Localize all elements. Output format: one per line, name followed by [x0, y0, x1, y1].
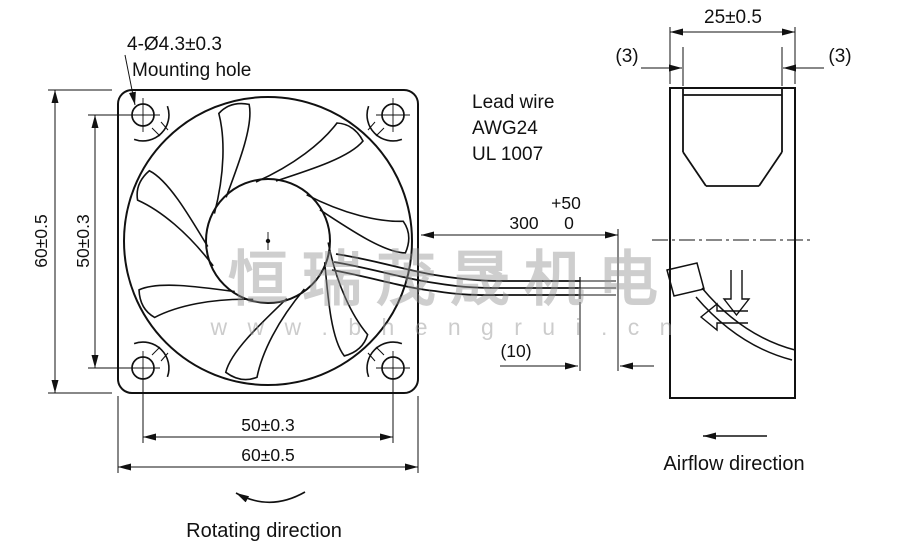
hub-center-dot: [265, 238, 271, 244]
hollow-down-arrow: [722, 270, 751, 317]
side-wire-exit: [666, 262, 796, 361]
mounting-hole-label: Mounting hole: [132, 60, 251, 81]
mounting-holes: [126, 98, 410, 385]
lead-wire: [331, 229, 654, 371]
lead-wire-texts: Lead wire AWG24 UL 1007 300 +50 0 (10): [472, 92, 581, 361]
mounting-hole-spec: 4-Ø4.3±0.3: [127, 34, 222, 55]
watermark-site: w w w . b h e n g r u i . c n: [210, 314, 680, 340]
fan-blades: [136, 102, 410, 381]
side-view: [641, 27, 824, 440]
front-view: [117, 89, 419, 394]
fan-frame: [117, 89, 419, 394]
dim-strip-label: (10): [500, 341, 531, 361]
rotating-direction-arrow: [235, 491, 306, 503]
side-view-texts: 25±0.5 (3) (3) Airflow direction: [615, 7, 851, 475]
watermark: 恒瑞茂晟机电 w w w . b h e n g r u i . c n: [210, 246, 680, 340]
side-direction-arrows: [699, 270, 751, 332]
dim-50-vertical-label: 50±0.3: [73, 214, 93, 267]
lead-wires: [331, 253, 581, 299]
dim-300-tolerance-lower: 0: [564, 213, 574, 233]
stripped-conductors: [580, 280, 616, 296]
dim-60-horizontal-label: 60±0.5: [241, 445, 294, 465]
front-view-dimensions: [48, 54, 419, 503]
front-view-texts: 60±0.5 50±0.3 50±0.3 60±0.5 4-Ø4.3±0.3 M…: [31, 34, 342, 542]
venturi-circle: [123, 96, 413, 386]
lead-wire-label-3: UL 1007: [472, 144, 543, 165]
dim-25-label: 25±0.5: [704, 7, 762, 28]
lead-wire-label-2: AWG24: [472, 118, 538, 139]
dim-50-horizontal-label: 50±0.3: [241, 415, 294, 435]
lead-wire-dimensions: [421, 229, 654, 371]
dim-300-tolerance-upper: +50: [551, 193, 581, 213]
mounting-hole-leader-line: [124, 54, 136, 106]
side-hub-profile: [682, 88, 783, 187]
dim-3-left-label: (3): [615, 46, 638, 67]
lead-wire-label-1: Lead wire: [472, 92, 554, 113]
rotating-direction-label: Rotating direction: [186, 520, 342, 542]
hub-circle: [205, 178, 331, 304]
side-view-dimensions: [641, 27, 824, 440]
dim-300-label: 300: [509, 213, 538, 233]
watermark-name: 恒瑞茂晟机电: [228, 246, 672, 313]
dim-60-vertical-label: 60±0.5: [31, 214, 51, 267]
hollow-left-arrow: [699, 302, 748, 332]
side-frame: [669, 87, 796, 399]
airflow-direction-label: Airflow direction: [663, 453, 804, 475]
corner-bosses: [133, 105, 403, 378]
dim-3-right-label: (3): [828, 46, 851, 67]
